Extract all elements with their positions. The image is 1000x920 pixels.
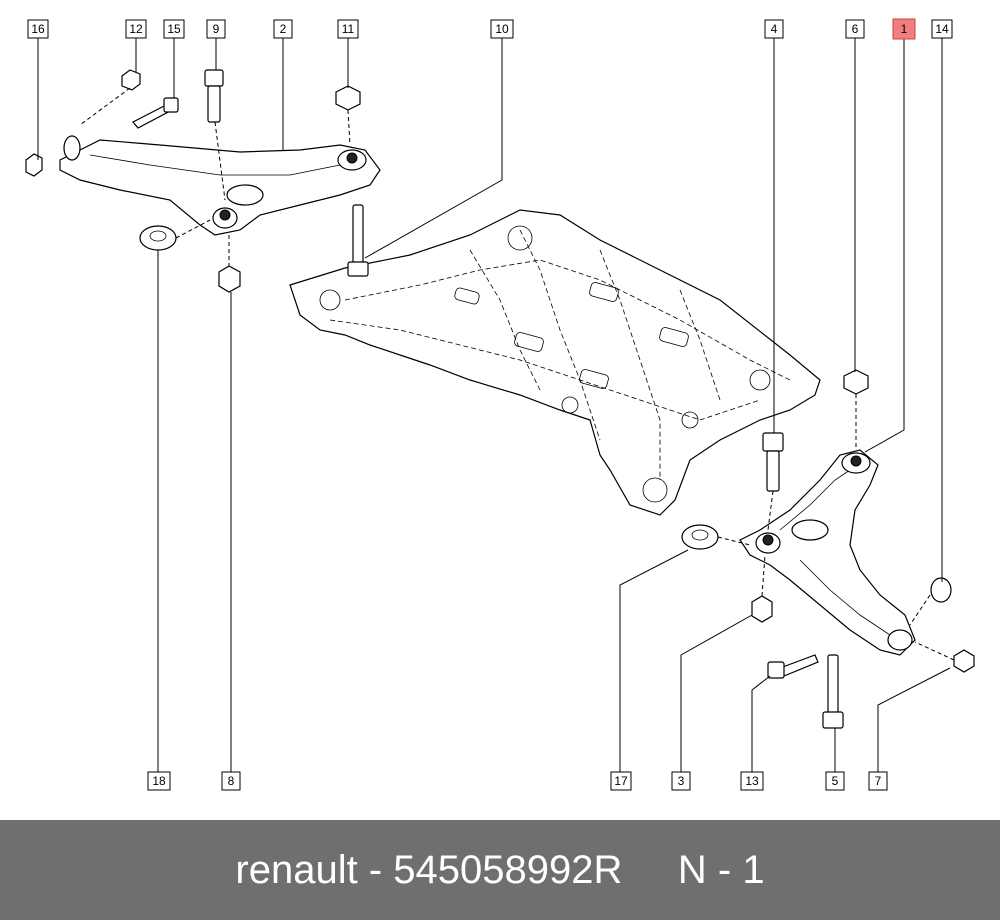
part-number-caption: renault - 545058992R N - 1 <box>235 847 765 892</box>
callout-12: 12 <box>125 19 147 39</box>
svg-text:18: 18 <box>152 774 166 788</box>
svg-text:14: 14 <box>935 22 949 36</box>
callout-10: 10 <box>490 19 514 39</box>
subframe <box>289 209 821 516</box>
svg-text:13: 13 <box>745 774 759 788</box>
svg-text:15: 15 <box>167 22 181 36</box>
callout-11: 11 <box>337 19 359 39</box>
svg-text:4: 4 <box>771 22 778 36</box>
callout-8: 8 <box>221 771 241 791</box>
callout-6: 6 <box>845 19 865 39</box>
svg-text:3: 3 <box>678 774 685 788</box>
svg-text:11: 11 <box>342 22 355 36</box>
callout-5: 5 <box>825 771 845 791</box>
callout-16: 16 <box>27 19 49 39</box>
callout-15: 15 <box>163 19 185 39</box>
svg-text:1: 1 <box>901 22 908 36</box>
svg-text:2: 2 <box>280 22 287 36</box>
svg-text:12: 12 <box>129 22 143 36</box>
callout-2: 2 <box>273 19 293 39</box>
svg-text:16: 16 <box>31 22 45 36</box>
left-lower-control-arm <box>59 135 381 236</box>
callout-7: 7 <box>868 771 888 791</box>
callout-14: 14 <box>931 19 953 39</box>
svg-text:5: 5 <box>832 774 839 788</box>
svg-text:6: 6 <box>852 22 859 36</box>
svg-text:7: 7 <box>875 774 882 788</box>
svg-text:10: 10 <box>495 22 509 36</box>
callout-17: 17 <box>610 771 632 791</box>
callout-4: 4 <box>764 19 784 39</box>
svg-text:9: 9 <box>213 22 220 36</box>
svg-text:8: 8 <box>228 774 235 788</box>
leader-lines <box>37 38 951 772</box>
right-lower-control-arm <box>739 449 916 656</box>
exploded-parts-diagram: 16 12 15 9 2 11 10 4 6 1 14 18 <box>25 18 975 791</box>
assembly-guides <box>79 87 955 661</box>
callout-18: 18 <box>147 771 171 791</box>
callout-13: 13 <box>740 771 764 791</box>
callout-9: 9 <box>206 19 226 39</box>
footer-bar: renault - 545058992R N - 1 <box>0 820 1000 920</box>
callout-3: 3 <box>671 771 691 791</box>
callout-1: 1 <box>892 18 916 40</box>
svg-text:17: 17 <box>614 774 628 788</box>
